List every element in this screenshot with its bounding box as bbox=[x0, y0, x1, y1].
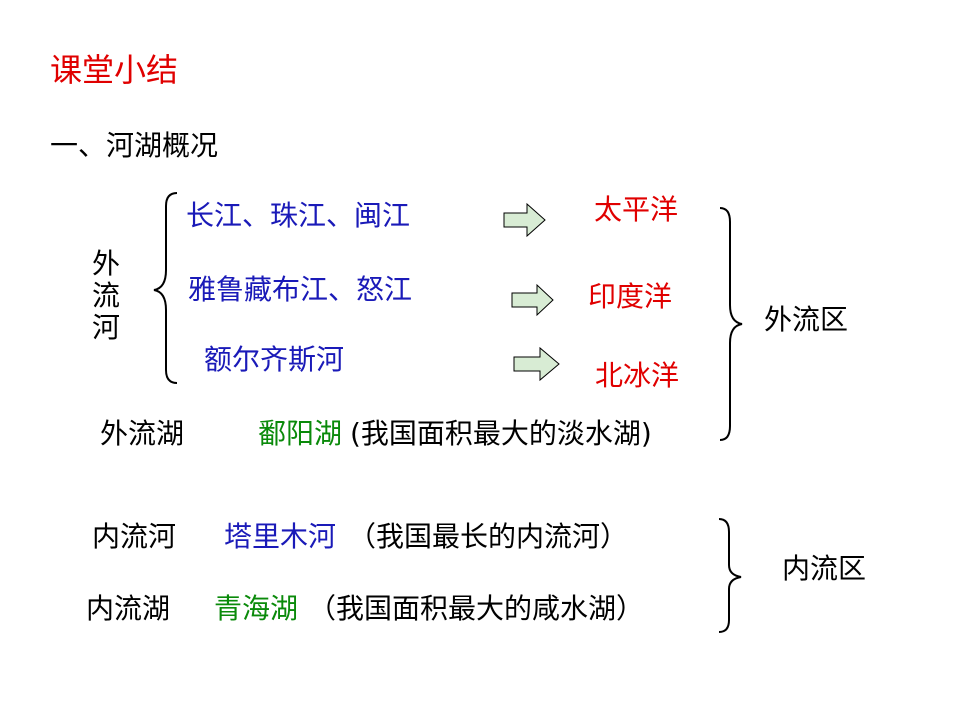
river-group-indian: 雅鲁藏布江、怒江 bbox=[188, 273, 413, 306]
inland-lake-label: 内流湖 bbox=[86, 592, 171, 625]
right-brace-icon bbox=[718, 518, 742, 633]
ocean-pacific: 太平洋 bbox=[594, 193, 679, 226]
inland-river-label: 内流河 bbox=[92, 520, 177, 553]
arrow-right-icon bbox=[503, 202, 546, 238]
outflow-lake-label: 外流湖 bbox=[100, 417, 185, 450]
outflow-river-label: 外流河 bbox=[91, 247, 120, 344]
river-group-arctic: 额尔齐斯河 bbox=[204, 343, 345, 376]
inland-lake-note: （我国面积最大的咸水湖） bbox=[308, 592, 645, 625]
ocean-arctic: 北冰洋 bbox=[595, 359, 680, 392]
ocean-indian: 印度洋 bbox=[588, 280, 673, 313]
river-group-pacific: 长江、珠江、闽江 bbox=[186, 199, 411, 232]
arrow-right-icon bbox=[511, 283, 554, 317]
inland-lake-name: 青海湖 bbox=[214, 592, 299, 625]
outflow-lake-name: 鄱阳湖 bbox=[258, 417, 343, 450]
page-title: 课堂小结 bbox=[50, 51, 179, 89]
outflow-lake-note: (我国面积最大的淡水湖) bbox=[350, 417, 652, 450]
inland-river-name: 塔里木河 bbox=[224, 520, 337, 553]
right-brace-icon bbox=[719, 207, 743, 441]
inland-river-note: （我国最长的内流河） bbox=[348, 520, 629, 553]
outflow-region-label: 外流区 bbox=[764, 303, 849, 336]
section-heading: 一、河湖概况 bbox=[50, 129, 219, 162]
inland-region-label: 内流区 bbox=[782, 552, 867, 585]
left-brace-icon bbox=[153, 192, 178, 384]
arrow-right-icon bbox=[513, 346, 560, 382]
